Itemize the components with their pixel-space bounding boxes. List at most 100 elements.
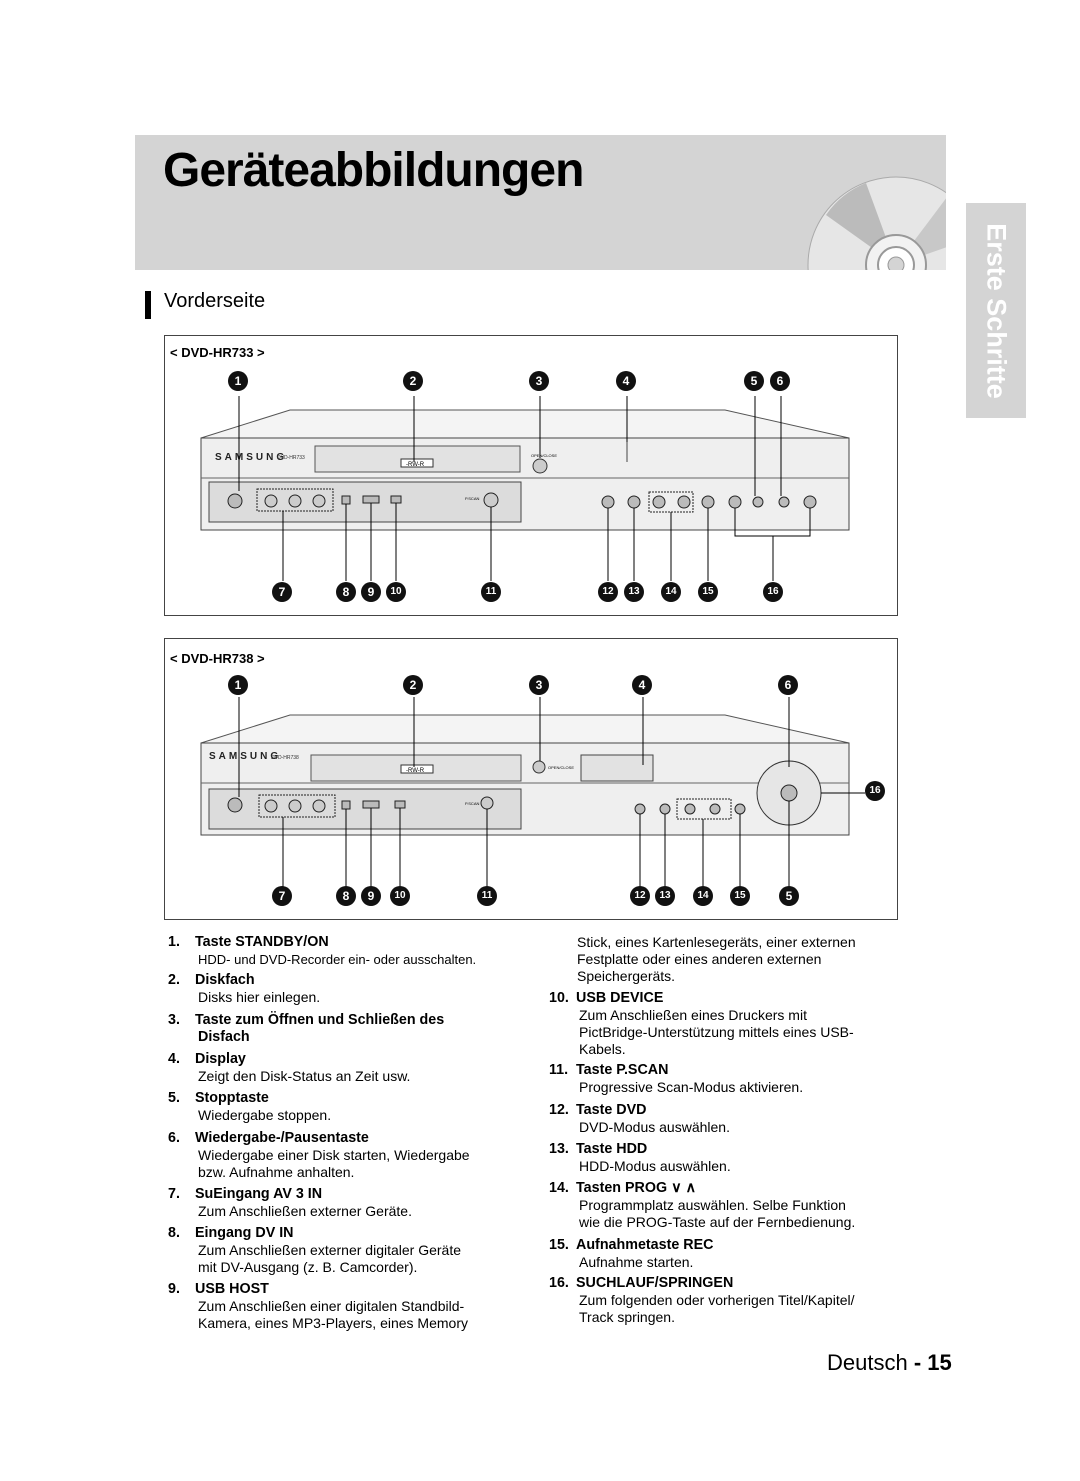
callout-number: 3 [529, 675, 549, 695]
callout-number: 11 [477, 886, 497, 906]
brand-logo: SAMSUNG [215, 452, 287, 463]
item-number: 1. [168, 934, 180, 950]
callout-number: 7 [272, 886, 292, 906]
item-title: USB HOST [195, 1281, 269, 1297]
item-title: Diskfach [195, 972, 255, 988]
callout-number: 12 [630, 886, 650, 906]
callout-number: 6 [778, 675, 798, 695]
callout-number: 12 [598, 582, 618, 602]
disc-icon [807, 176, 946, 270]
list-item: 13.Taste HDD HDD-Modus auswählen. [549, 1141, 909, 1175]
callout-number: 9 [361, 582, 381, 602]
item-number: 14. [549, 1180, 569, 1196]
callout-number: 10 [390, 886, 410, 906]
item-number: 4. [168, 1051, 180, 1067]
list-item-continuation: Stick, eines Kartenlesegeräts, einer ext… [577, 934, 917, 985]
item-title: Taste HDD [576, 1141, 648, 1157]
list-item: 12.Taste DVD DVD-Modus auswählen. [549, 1102, 909, 1136]
section-marker [145, 291, 151, 319]
callout-number: 8 [336, 582, 356, 602]
list-item: 16.SUCHLAUF/SPRINGEN Zum folgenden oder … [549, 1275, 919, 1326]
item-desc: HDD- und DVD-Recorder ein- oder ausschal… [198, 952, 477, 967]
item-desc: PictBridge-Unterstützung mittels eines U… [579, 1024, 854, 1040]
item-desc: bzw. Aufnahme anhalten. [198, 1164, 355, 1180]
page-number: 15 [927, 1350, 952, 1375]
item-title: Display [195, 1051, 246, 1067]
item-title: Taste STANDBY/ON [195, 934, 329, 950]
callout-number: 7 [272, 582, 292, 602]
callout-number: 4 [616, 371, 636, 391]
callout-number: 14 [693, 886, 713, 906]
footer-language: Deutsch [827, 1350, 908, 1375]
callout-number: 2 [403, 371, 423, 391]
callout-number: 3 [529, 371, 549, 391]
item-desc: Zeigt den Disk-Status an Zeit usw. [198, 1068, 411, 1084]
callout-number: 2 [403, 675, 423, 695]
footer-separator: - [913, 1350, 922, 1375]
item-title: SuEingang AV 3 IN [195, 1186, 323, 1202]
item-title: USB DEVICE [576, 990, 664, 1006]
item-desc: Speichergeräts. [577, 968, 676, 984]
callout-number: 11 [481, 582, 501, 602]
item-desc: Disks hier einlegen. [198, 989, 321, 1005]
list-item: 8.Eingang DV IN Zum Anschließen externer… [168, 1225, 538, 1276]
item-desc: wie die PROG-Taste auf der Fernbedienung… [579, 1214, 856, 1230]
item-title: Taste DVD [576, 1102, 647, 1118]
svg-text:SAMSUNG: SAMSUNG [209, 751, 281, 762]
item-desc: Kabels. [579, 1041, 626, 1057]
item-title: SUCHLAUF/SPRINGEN [576, 1275, 734, 1291]
callout-number: 13 [624, 582, 644, 602]
item-title: Stopptaste [195, 1090, 269, 1106]
svg-text:DVD-HR738: DVD-HR738 [271, 755, 299, 761]
figure-frame-hr738: < DVD-HR738 > 1 2 3 4 6 16 SAMSUNG DVD-H… [164, 638, 898, 920]
item-number: 11. [549, 1062, 569, 1078]
svg-text:-RW-R: -RW-R [406, 462, 425, 468]
item-number: 12. [549, 1102, 569, 1118]
callout-number: 5 [779, 886, 799, 906]
list-item: 2.Diskfach Disks hier einlegen. [168, 972, 538, 1006]
item-desc: Zum Anschließen externer digitaler Gerät… [198, 1242, 462, 1258]
item-title: Taste P.SCAN [576, 1062, 669, 1078]
section-title: Vorderseite [164, 290, 266, 312]
item-desc: Aufnahme starten. [579, 1254, 694, 1270]
item-desc: Zum folgenden oder vorherigen Titel/Kapi… [579, 1292, 855, 1308]
item-desc: Stick, eines Kartenlesegeräts, einer ext… [577, 934, 856, 950]
item-title: Wiedergabe-/Pausentaste [195, 1130, 369, 1146]
item-number: 3. [168, 1012, 180, 1028]
figure-model-label: < DVD-HR733 > [170, 345, 265, 360]
list-item: 6.Wiedergabe-/Pausentaste Wiedergabe ein… [168, 1130, 538, 1181]
page-title: Geräteabbildungen [163, 144, 584, 197]
chapter-side-tab: Erste Schritte [966, 203, 1026, 418]
device-front-illustration: SAMSUNG DVD-HR733 -RW-R OPEN/CLOSE P.SCA… [200, 396, 850, 581]
item-desc: mit DV-Ausgang (z. B. Camcorder). [198, 1259, 418, 1275]
item-number: 13. [549, 1141, 569, 1157]
item-desc: Programmplatz auswählen. Selbe Funktion [579, 1197, 846, 1213]
item-desc: Wiedergabe stoppen. [198, 1107, 332, 1123]
list-item: 4. Display Zeigt den Disk-Status an Zeit … [168, 1051, 538, 1085]
callout-number: 15 [730, 886, 750, 906]
item-desc: Kamera, eines MP3-Players, eines Memory [198, 1315, 468, 1331]
item-title: Tasten PROG ∨ ∧ [576, 1180, 696, 1196]
list-item: 10.USB DEVICE Zum Anschließen eines Druc… [549, 990, 909, 1058]
item-desc: Wiedergabe einer Disk starten, Wiedergab… [198, 1147, 470, 1163]
list-item: 14. Tasten PROG ∨ ∧ Programmplatz auswähl… [549, 1180, 919, 1231]
callout-number: 5 [744, 371, 764, 391]
item-title-cont: Disfach [198, 1029, 250, 1045]
svg-text:-RW-R: -RW-R [406, 768, 425, 774]
list-item: 7.SuEingang AV 3 IN Zum Anschließen exte… [168, 1186, 538, 1220]
item-number: 8. [168, 1225, 180, 1241]
item-number: 5. [168, 1090, 180, 1106]
list-item: 5. Stopptaste Wiedergabe stoppen. [168, 1090, 538, 1124]
svg-text:P.SCAN: P.SCAN [465, 496, 479, 501]
callout-number: 8 [336, 886, 356, 906]
callout-number: 1 [228, 675, 248, 695]
callout-number: 1 [228, 371, 248, 391]
callout-number: 6 [770, 371, 790, 391]
item-number: 10. [549, 990, 569, 1006]
svg-text:OPEN/CLOSE: OPEN/CLOSE [531, 453, 557, 458]
figure-frame-hr733: < DVD-HR733 > 1 2 3 4 5 6 SAMSUNG DVD-HR… [164, 335, 898, 616]
chapter-side-tab-label: Erste Schritte [981, 222, 1012, 399]
svg-text:P.SCAN: P.SCAN [465, 801, 479, 806]
list-item: 1. Taste STANDBY/ON HDD- und DVD-Recorder… [168, 934, 538, 968]
callout-number: 13 [655, 886, 675, 906]
